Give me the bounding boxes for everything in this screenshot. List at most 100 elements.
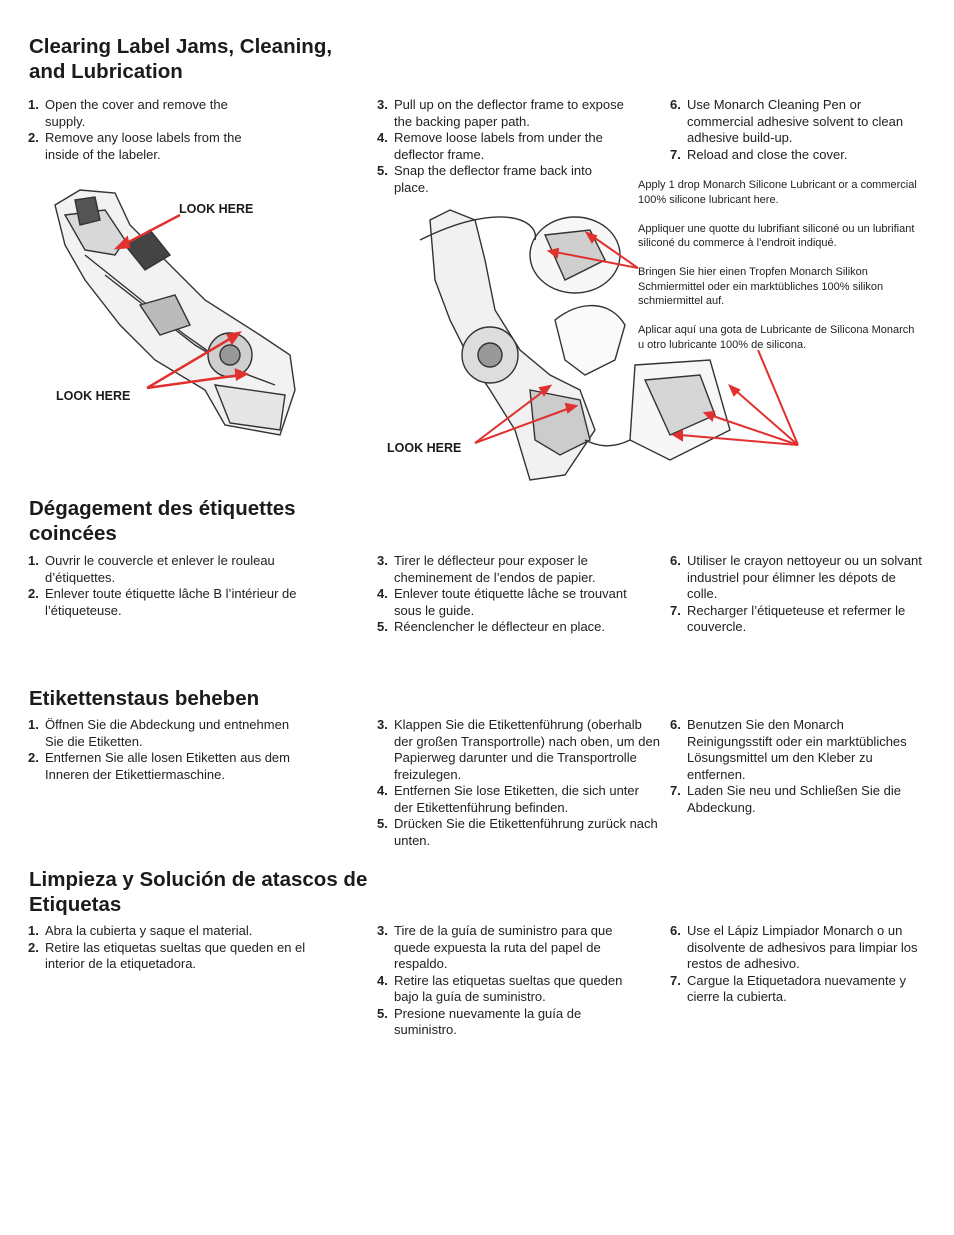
step-item: 7. Reload and close the cover. bbox=[670, 146, 929, 164]
step-item: 3. Klappen Sie die Etikettenführung (ober… bbox=[377, 717, 660, 783]
step-text: Cargue la Etiquetadora nuevamente y cier… bbox=[687, 972, 906, 1005]
look-here-label: LOOK HERE bbox=[56, 389, 131, 403]
lubricant-note-es: Aplicar aquí una gota de Lubricante de S… bbox=[638, 324, 915, 351]
step-text: Pull up on the deflector frame to expose… bbox=[394, 97, 624, 129]
callout-arrows-1 bbox=[113, 213, 249, 390]
step-number: 6. bbox=[670, 717, 681, 732]
steps-list: 1.Ouvrir le couvercle et enlever le roul… bbox=[28, 553, 329, 619]
step-text: Entfernen Sie alle losen Etiketten aus d… bbox=[45, 750, 290, 782]
step-text: Remove any loose labels from the inside … bbox=[45, 130, 242, 162]
step-number: 5. bbox=[377, 816, 388, 831]
step-number: 2. bbox=[28, 750, 39, 765]
step-number: 4. bbox=[377, 586, 388, 601]
step-text: Abra la cubierta y saque el material. bbox=[45, 923, 253, 938]
step-number: 4. bbox=[377, 972, 388, 988]
step-text: Enlever toute étiquette lâche B l’intéri… bbox=[45, 586, 297, 618]
step-number: 7. bbox=[670, 972, 681, 988]
step-item: 4. Enlever toute étiquette lâche se trouv… bbox=[377, 586, 654, 619]
step-text: Tirer le déflecteur pour exposer le chem… bbox=[394, 553, 596, 585]
lubricant-note: Apply 1 drop Monarch Silicone Lubricant … bbox=[638, 178, 923, 367]
section-heading: Clearing Label Jams, Cleaning, and Lubri… bbox=[29, 35, 333, 83]
step-item: 5. Snap the deflector frame back into pla… bbox=[377, 163, 628, 196]
step-text: Snap the deflector frame back into place… bbox=[394, 163, 593, 195]
step-item: 2. Entfernen Sie alle losen Etiketten aus… bbox=[28, 750, 309, 783]
step-item: 7. Cargue la Etiquetadora nuevamente y ci… bbox=[670, 972, 929, 1006]
step-text: Retire las etiquetas sueltas que queden … bbox=[394, 972, 623, 1005]
step-item: 6. Use Monarch Cleaning Pen or commercial… bbox=[670, 97, 929, 147]
steps-list: 6. Use Monarch Cleaning Pen or commercial… bbox=[670, 97, 929, 164]
step-item: 4. Entfernen Sie lose Etiketten, die sich… bbox=[377, 783, 660, 816]
step-text: Benutzen Sie den Monarch Reinigungsstift… bbox=[687, 717, 907, 782]
step-number: 3. bbox=[377, 923, 388, 938]
step-number: 1. bbox=[28, 97, 39, 112]
steps-list: 3. Tire de la guía de suministro para que… bbox=[377, 923, 628, 1039]
step-text: Tire de la guía de suministro para que q… bbox=[394, 923, 613, 971]
steps-list: 3. Tirer le déflecteur pour exposer le ch… bbox=[377, 553, 654, 636]
steps-list: 3. Pull up on the deflector frame to expo… bbox=[377, 97, 628, 196]
step-item: 5. Presione nuevamente la guía de suminis… bbox=[377, 1005, 628, 1039]
step-text: Öffnen Sie die Abdeckung und entnehmen S… bbox=[45, 717, 290, 749]
step-number: 1. bbox=[28, 553, 39, 568]
steps-list: 6. Use el Lápiz Limpiador Monarch o un di… bbox=[670, 923, 929, 1006]
step-text: Use el Lápiz Limpiador Monarch o un diso… bbox=[687, 923, 918, 971]
step-text: Reload and close the cover. bbox=[687, 146, 848, 162]
section-heading: Etikettenstaus beheben bbox=[29, 687, 260, 710]
step-text: Remove loose labels from under the defle… bbox=[394, 130, 603, 162]
step-item: 1.Ouvrir le couvercle et enlever le roul… bbox=[28, 553, 329, 586]
callout-arrows-2 bbox=[474, 231, 799, 446]
step-text: Drücken Sie die Etikettenführung zurück … bbox=[394, 816, 658, 848]
steps-list: 6. Utiliser le crayon nettoyeur ou un sol… bbox=[670, 553, 929, 636]
step-number: 1. bbox=[28, 923, 39, 938]
step-item: 7. Recharger l’étiqueteuse et refermer le… bbox=[670, 602, 929, 636]
step-text: Recharger l’étiqueteuse et refermer le c… bbox=[687, 602, 906, 635]
step-item: 1. Open the cover and remove the supply. bbox=[28, 97, 269, 130]
look-here-label: LOOK HERE bbox=[387, 441, 462, 455]
step-item: 4. Retire las etiquetas sueltas que quede… bbox=[377, 972, 628, 1006]
look-here-label: LOOK HERE bbox=[179, 202, 254, 216]
step-number: 4. bbox=[377, 130, 388, 145]
steps-list: 6. Benutzen Sie den Monarch Reinigungssti… bbox=[670, 717, 929, 816]
step-number: 2. bbox=[28, 939, 39, 955]
section-heading: Dégagement des étiquettes coincées bbox=[29, 497, 296, 545]
step-number: 3. bbox=[377, 717, 388, 732]
step-number: 5. bbox=[377, 1005, 388, 1021]
step-text: Enlever toute étiquette lâche se trouvan… bbox=[394, 586, 627, 618]
step-number: 6. bbox=[670, 923, 681, 938]
step-item: 6. Benutzen Sie den Monarch Reinigungssti… bbox=[670, 717, 929, 783]
step-item: 6. Use el Lápiz Limpiador Monarch o un di… bbox=[670, 923, 929, 973]
step-text: Use Monarch Cleaning Pen or commercial a… bbox=[687, 97, 904, 145]
step-number: 5. bbox=[377, 163, 388, 178]
step-number: 7. bbox=[670, 602, 681, 618]
step-number: 6. bbox=[670, 553, 681, 568]
step-number: 5. bbox=[377, 619, 388, 634]
step-item: 6. Utiliser le crayon nettoyeur ou un sol… bbox=[670, 553, 929, 603]
step-number: 7. bbox=[670, 783, 681, 798]
step-item: 7. Laden Sie neu und Schließen Sie die Ab… bbox=[670, 783, 929, 816]
step-text: Klappen Sie die Etikettenführung (oberha… bbox=[394, 717, 660, 782]
step-item: 2. Remove any loose labels from the insid… bbox=[28, 130, 269, 163]
step-item: 1. Abra la cubierta y saque el material. bbox=[28, 923, 309, 940]
step-number: 4. bbox=[377, 783, 388, 798]
steps-list: 1.Öffnen Sie die Abdeckung und entnehmen… bbox=[28, 717, 309, 783]
step-number: 3. bbox=[377, 97, 388, 112]
lubricant-note-fr: Appliquer une quotte du lubrifiant silic… bbox=[638, 222, 915, 250]
step-number: 3. bbox=[377, 553, 388, 568]
step-number: 6. bbox=[670, 97, 681, 112]
step-text: Utiliser le crayon nettoyeur ou un solva… bbox=[687, 553, 922, 601]
step-item: 4. Remove loose labels from under the def… bbox=[377, 130, 628, 163]
step-item: 2. Enlever toute étiquette lâche B l’inté… bbox=[28, 586, 329, 619]
step-text: Open the cover and remove the supply. bbox=[45, 97, 228, 129]
step-item: 3. Tire de la guía de suministro para que… bbox=[377, 923, 628, 973]
step-text: Entfernen Sie lose Etiketten, die sich u… bbox=[394, 783, 639, 815]
step-text: Presione nuevamente la guía de suministr… bbox=[394, 1005, 582, 1038]
step-item: 3. Tirer le déflecteur pour exposer le ch… bbox=[377, 553, 654, 586]
step-number: 2. bbox=[28, 586, 39, 601]
step-text: Retire las etiquetas sueltas que queden … bbox=[45, 939, 306, 972]
step-text: Réenclencher le déflecteur en place. bbox=[394, 619, 606, 634]
step-number: 2. bbox=[28, 130, 39, 145]
lubricant-note-de: Bringen Sie hier einen Tropfen Monarch S… bbox=[638, 266, 884, 307]
steps-list: 1.Open the cover and remove the supply.2… bbox=[28, 97, 269, 163]
step-number: 7. bbox=[670, 146, 681, 162]
step-text: Laden Sie neu und Schließen Sie die Abde… bbox=[687, 783, 901, 815]
step-item: 1.Öffnen Sie die Abdeckung und entnehmen… bbox=[28, 717, 309, 750]
